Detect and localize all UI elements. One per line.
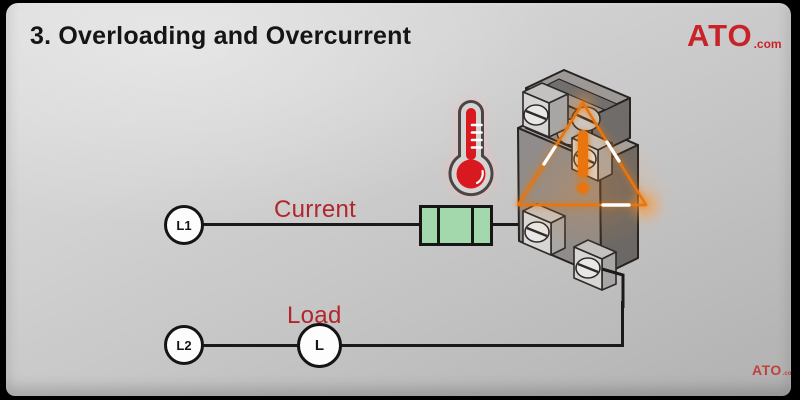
watermark-name: ATO bbox=[752, 362, 782, 378]
terminal-l2: L2 bbox=[164, 325, 204, 365]
solid-state-relay bbox=[511, 69, 667, 308]
wire-relay-output bbox=[601, 267, 625, 308]
terminal-l1: L1 bbox=[164, 205, 204, 245]
current-label: Current bbox=[274, 196, 357, 223]
wire-l1-to-fuse bbox=[202, 223, 423, 226]
load-terminal-label: L bbox=[314, 337, 325, 354]
terminal-l1-label: L1 bbox=[176, 217, 192, 233]
load-terminal: L bbox=[297, 323, 342, 368]
ato-logo: ATO .com bbox=[687, 20, 782, 51]
wire-relay-drop bbox=[621, 301, 624, 347]
fuse-block-icon bbox=[419, 205, 493, 246]
wire-load-to-relay bbox=[340, 344, 624, 347]
brand-suffix: .com bbox=[753, 37, 782, 51]
fuse-divider bbox=[437, 208, 440, 243]
wire-fuse-to-relay bbox=[491, 223, 531, 226]
wire-l2-to-load bbox=[202, 344, 299, 347]
brand-name: ATO bbox=[687, 18, 753, 53]
triangle-highlights bbox=[542, 140, 631, 207]
watermark-suffix: .com bbox=[782, 371, 791, 377]
thermometer-icon bbox=[448, 100, 494, 196]
load-label: Load bbox=[287, 302, 342, 329]
page-title: 3. Overloading and Overcurrent bbox=[30, 22, 412, 50]
fuse-divider bbox=[471, 208, 474, 243]
overheat-glow bbox=[511, 128, 667, 252]
corner-watermark: ATO .com bbox=[752, 363, 791, 377]
terminal-l2-label: L2 bbox=[176, 337, 192, 353]
slide-background: 3. Overloading and Overcurrent ATO .com … bbox=[6, 3, 791, 396]
